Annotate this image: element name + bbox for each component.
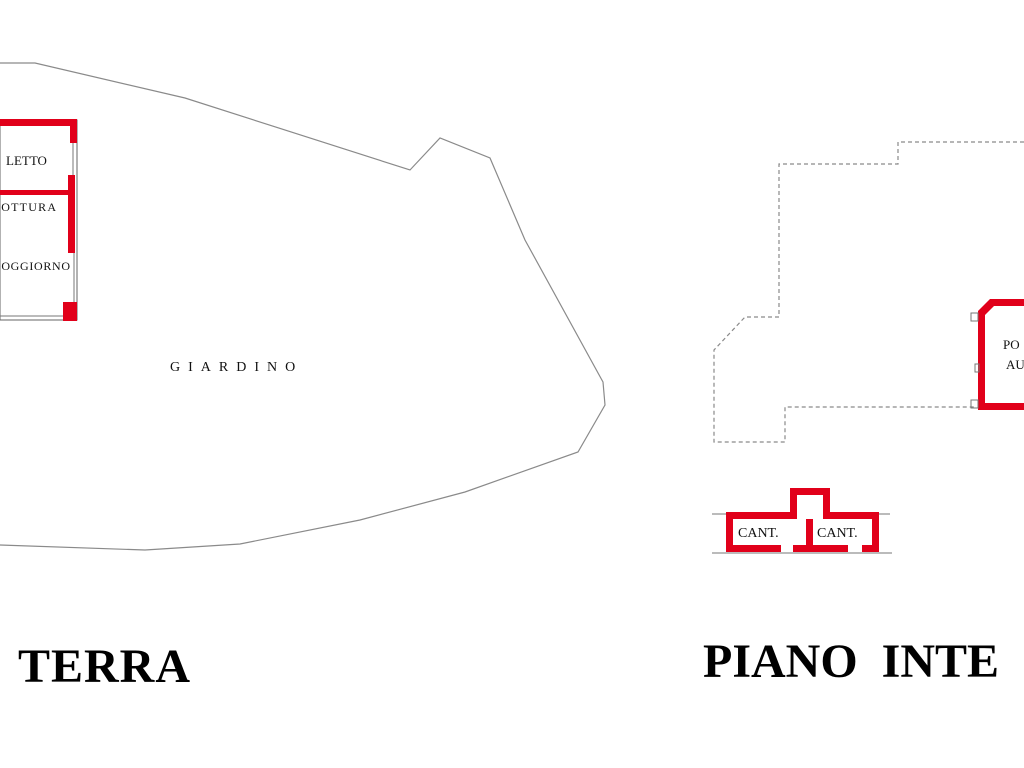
room-label-bedroom: LETTO bbox=[6, 153, 47, 168]
wall-bottom-corner bbox=[63, 302, 77, 321]
cellar-wall-left bbox=[726, 512, 733, 552]
upper-floor-footprint bbox=[713, 141, 1024, 443]
cellar-wall-top-right bbox=[826, 512, 878, 519]
room-label-porch-1: PO bbox=[1003, 337, 1020, 352]
room-label-kitchen: COTTURA bbox=[0, 200, 56, 214]
wall-right-upper bbox=[70, 119, 77, 143]
garden-label: GIARDINO bbox=[170, 360, 303, 375]
title-upper-floor: PIANO INTE bbox=[703, 635, 999, 688]
cellars: CANT. CANT. bbox=[712, 488, 892, 554]
room-label-porch-2: AU bbox=[1006, 357, 1024, 372]
porch-room-frame-2 bbox=[970, 399, 979, 409]
cellar-partition bbox=[806, 519, 813, 547]
cellar-projection-right bbox=[823, 488, 830, 519]
porch-room-frame bbox=[970, 312, 979, 322]
garden-boundary bbox=[0, 62, 606, 551]
title-ground-floor: TERRA bbox=[18, 640, 190, 693]
cellar-projection-top bbox=[790, 488, 830, 495]
porch-room-frame-3 bbox=[974, 363, 980, 373]
house-outline bbox=[0, 119, 78, 321]
room-label-cellar-right: CANT. bbox=[817, 526, 858, 541]
wall-right-middle bbox=[68, 175, 75, 253]
wall-top bbox=[0, 119, 77, 126]
cellar-wall-bottom-right bbox=[862, 545, 879, 552]
cellar-wall-bottom-mid bbox=[793, 545, 848, 552]
partition-wall bbox=[0, 190, 72, 195]
cellar-projection-left bbox=[790, 488, 797, 519]
upper-floor-room: PO AU bbox=[970, 299, 1024, 410]
room-label-cellar-left: CANT. bbox=[738, 526, 779, 541]
cellar-wall-top-left bbox=[726, 512, 791, 519]
ground-floor-house: LETTO COTTURA SOGGIORNO bbox=[0, 119, 78, 321]
porch-room-walls bbox=[978, 299, 1024, 410]
cellar-wall-right bbox=[872, 512, 879, 552]
cellar-wall-bottom-left bbox=[726, 545, 781, 552]
room-label-living: SOGGIORNO bbox=[0, 259, 70, 273]
